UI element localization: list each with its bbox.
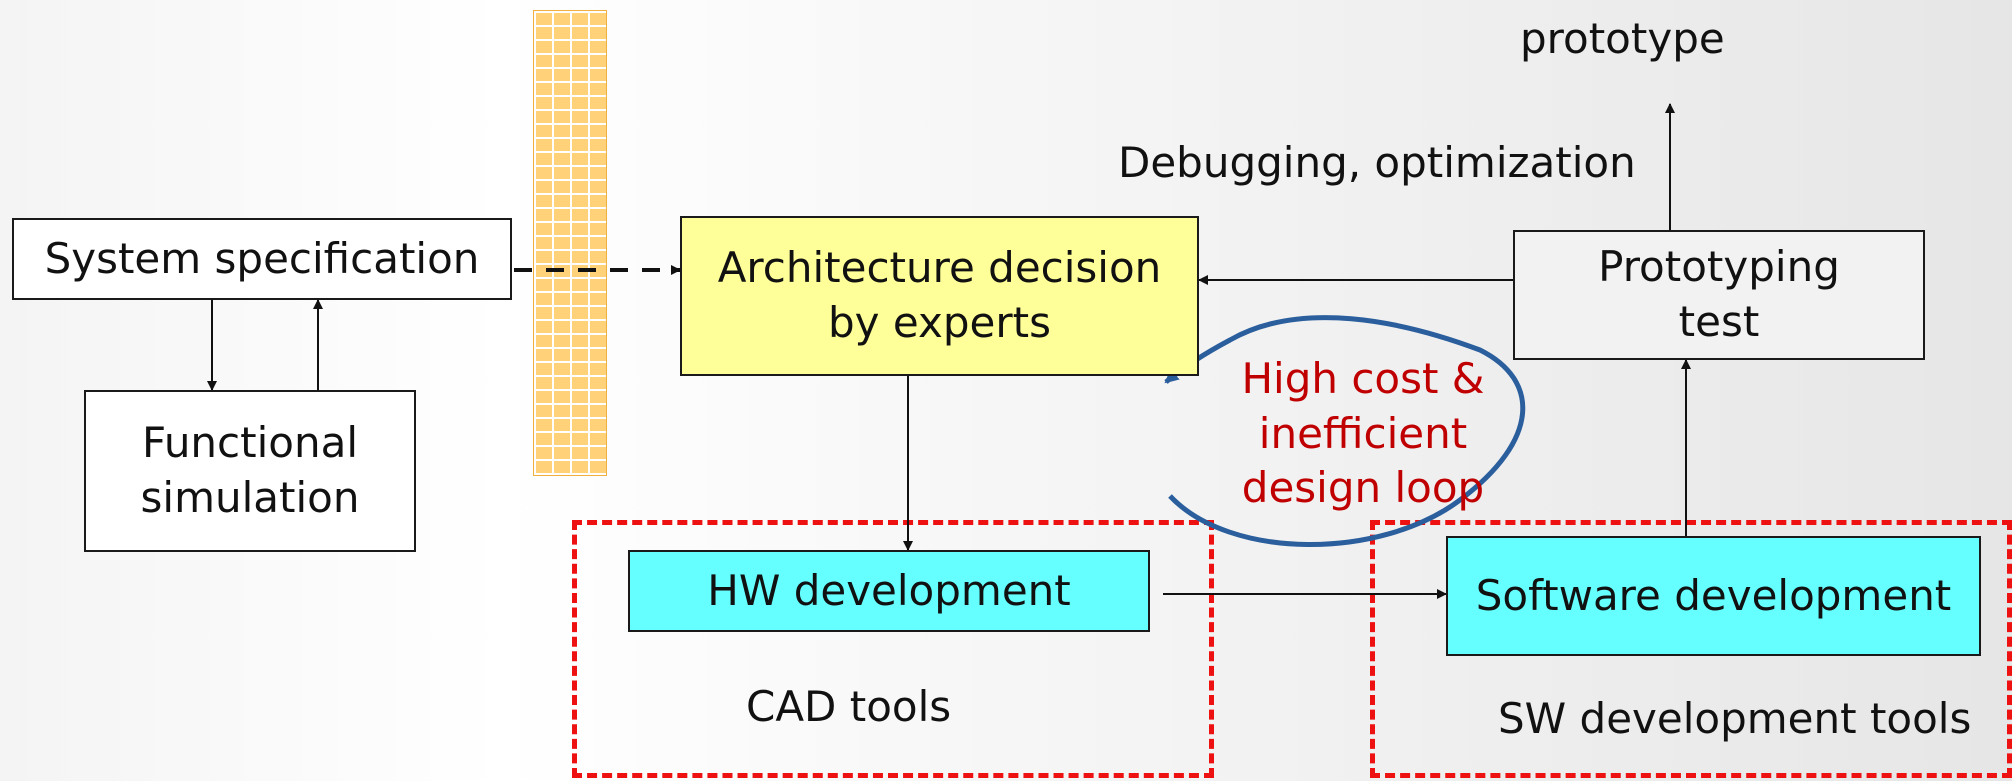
cad-tools-region bbox=[572, 520, 1214, 778]
hw-development-box: HW development bbox=[628, 550, 1150, 632]
system-specification-label: System specification bbox=[44, 233, 480, 283]
functional-simulation-label: Functional simulation bbox=[140, 418, 360, 522]
prototype-label: prototype bbox=[1520, 14, 1725, 63]
design-loop-curve bbox=[1164, 315, 1526, 547]
debugging-optimization-label: Debugging, optimization bbox=[1118, 138, 1636, 187]
brick-wall bbox=[533, 10, 607, 476]
prototyping-test-label: Prototyping test bbox=[1598, 242, 1840, 346]
system-specification-box: System specification bbox=[12, 218, 512, 300]
functional-simulation-box: Functional simulation bbox=[84, 390, 416, 552]
prototyping-test-box: Prototyping test bbox=[1513, 230, 1925, 360]
software-development-box: Software development bbox=[1446, 536, 1981, 656]
high-cost-annotation: High cost & inefficient design loop bbox=[1241, 354, 1485, 513]
cad-tools-label: CAD tools bbox=[746, 682, 952, 731]
sw-development-tools-label: SW development tools bbox=[1498, 694, 1972, 743]
hw-development-label: HW development bbox=[707, 565, 1071, 615]
sw-tools-region bbox=[1370, 520, 2012, 778]
architecture-decision-box: Architecture decision by experts bbox=[680, 216, 1199, 376]
architecture-decision-label: Architecture decision by experts bbox=[717, 243, 1162, 347]
software-development-label: Software development bbox=[1475, 570, 1952, 620]
